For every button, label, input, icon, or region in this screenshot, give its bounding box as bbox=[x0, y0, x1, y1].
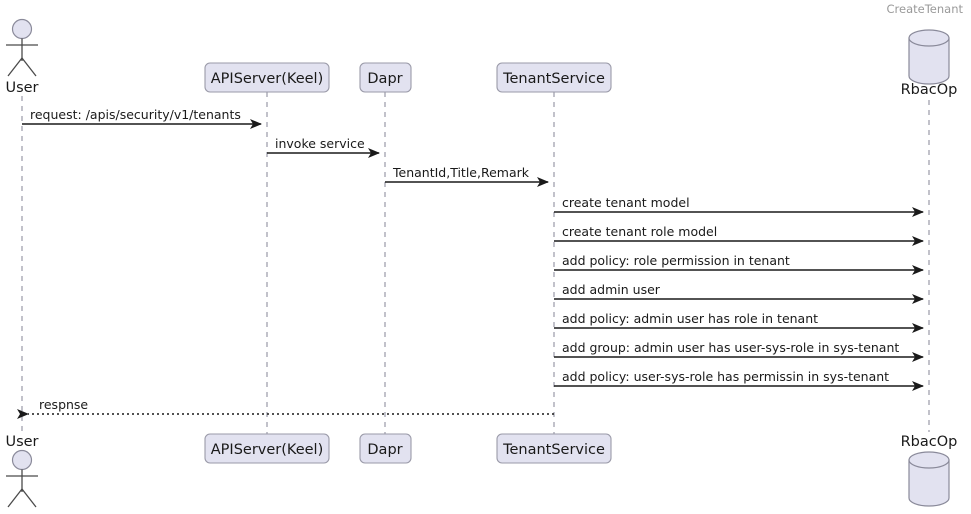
message-label-7: add admin user bbox=[562, 282, 661, 297]
participant-box-apiserver-top[interactable] bbox=[204, 62, 330, 93]
message-add-policy-sys-role-permission: add policy: user-sys-role has permissin … bbox=[554, 369, 924, 391]
message-label-3: TenantId,Title,Remark bbox=[392, 165, 530, 180]
participant-user-bottom[interactable]: User bbox=[5, 434, 39, 508]
participant-box-dapr-bottom[interactable] bbox=[359, 433, 412, 464]
message-label-1: request: /apis/security/v1/tenants bbox=[30, 107, 241, 122]
database-top-ellipse-icon-top bbox=[908, 29, 950, 47]
actor-left-leg-icon bbox=[7, 57, 23, 77]
participant-dapr-bottom[interactable]: Dapr bbox=[359, 433, 412, 464]
message-label-4: create tenant model bbox=[562, 195, 690, 210]
participant-label-dapr-top: Dapr bbox=[367, 71, 402, 87]
message-invoke-service: invoke service bbox=[267, 136, 380, 158]
message-label-6: add policy: role permission in tenant bbox=[562, 253, 790, 268]
participant-tenantservice-bottom[interactable]: TenantService bbox=[496, 433, 612, 464]
actor-head-icon-bottom bbox=[11, 449, 33, 471]
participant-label-user-top: User bbox=[5, 80, 38, 96]
participant-user-top[interactable]: User bbox=[5, 18, 39, 97]
message-create-tenant-role-model: create tenant role model bbox=[554, 224, 924, 246]
message-label-9: add group: admin user has user-sys-role … bbox=[562, 340, 899, 355]
message-add-policy-role-permission: add policy: role permission in tenant bbox=[554, 253, 924, 275]
message-create-tenant-model: create tenant model bbox=[554, 195, 924, 217]
participant-box-dapr-top[interactable] bbox=[359, 62, 412, 93]
participant-box-apiserver-bottom[interactable] bbox=[204, 433, 330, 464]
message-add-admin-user: add admin user bbox=[554, 282, 924, 304]
participant-dapr-top[interactable]: Dapr bbox=[359, 62, 412, 93]
participant-box-tenantservice-bottom[interactable] bbox=[496, 433, 612, 464]
actor-left-leg-icon-bottom bbox=[7, 488, 23, 508]
message-label-10: add policy: user-sys-role has permissin … bbox=[562, 369, 889, 384]
participant-label-apiserver-bottom: APIServer(Keel) bbox=[211, 442, 323, 458]
participant-label-rbacop-top: RbacOp bbox=[901, 82, 958, 98]
database-cylinder-icon-bottom bbox=[908, 459, 950, 507]
participant-label-dapr-bottom: Dapr bbox=[367, 442, 402, 458]
participant-rbacop-top[interactable]: RbacOp bbox=[901, 29, 958, 98]
message-label-2: invoke service bbox=[275, 136, 365, 151]
diagram-title: CreateTenant bbox=[887, 2, 964, 16]
message-label-8: add policy: admin user has role in tenan… bbox=[562, 311, 818, 326]
participant-label-apiserver-top: APIServer(Keel) bbox=[211, 71, 323, 87]
participant-box-tenantservice-top[interactable] bbox=[496, 62, 612, 93]
actor-head-icon bbox=[11, 18, 33, 40]
message-label-11: respnse bbox=[39, 397, 88, 412]
participant-apiserver-top[interactable]: APIServer(Keel) bbox=[204, 62, 330, 93]
participant-label-tenantservice-top: TenantService bbox=[502, 71, 605, 87]
participant-apiserver-bottom[interactable]: APIServer(Keel) bbox=[204, 433, 330, 464]
database-top-ellipse-icon-bottom bbox=[908, 451, 950, 469]
message-add-policy-admin-role: add policy: admin user has role in tenan… bbox=[554, 311, 924, 333]
participant-label-tenantservice-bottom: TenantService bbox=[502, 442, 605, 458]
database-cylinder-icon-top bbox=[908, 37, 950, 85]
actor-right-leg-icon bbox=[21, 57, 37, 77]
participant-label-rbacop-bottom: RbacOp bbox=[901, 434, 958, 450]
message-label-5: create tenant role model bbox=[562, 224, 717, 239]
participant-rbacop-bottom[interactable]: RbacOp bbox=[901, 434, 958, 507]
participant-tenantservice-top[interactable]: TenantService bbox=[496, 62, 612, 93]
message-response: respnse bbox=[17, 397, 554, 419]
message-add-group-admin-sys-role: add group: admin user has user-sys-role … bbox=[554, 340, 924, 362]
participant-label-user-bottom: User bbox=[5, 434, 38, 450]
message-tenant-payload: TenantId,Title,Remark bbox=[385, 165, 549, 187]
message-request-tenants: request: /apis/security/v1/tenants bbox=[22, 107, 262, 129]
actor-right-leg-icon-bottom bbox=[21, 488, 37, 508]
